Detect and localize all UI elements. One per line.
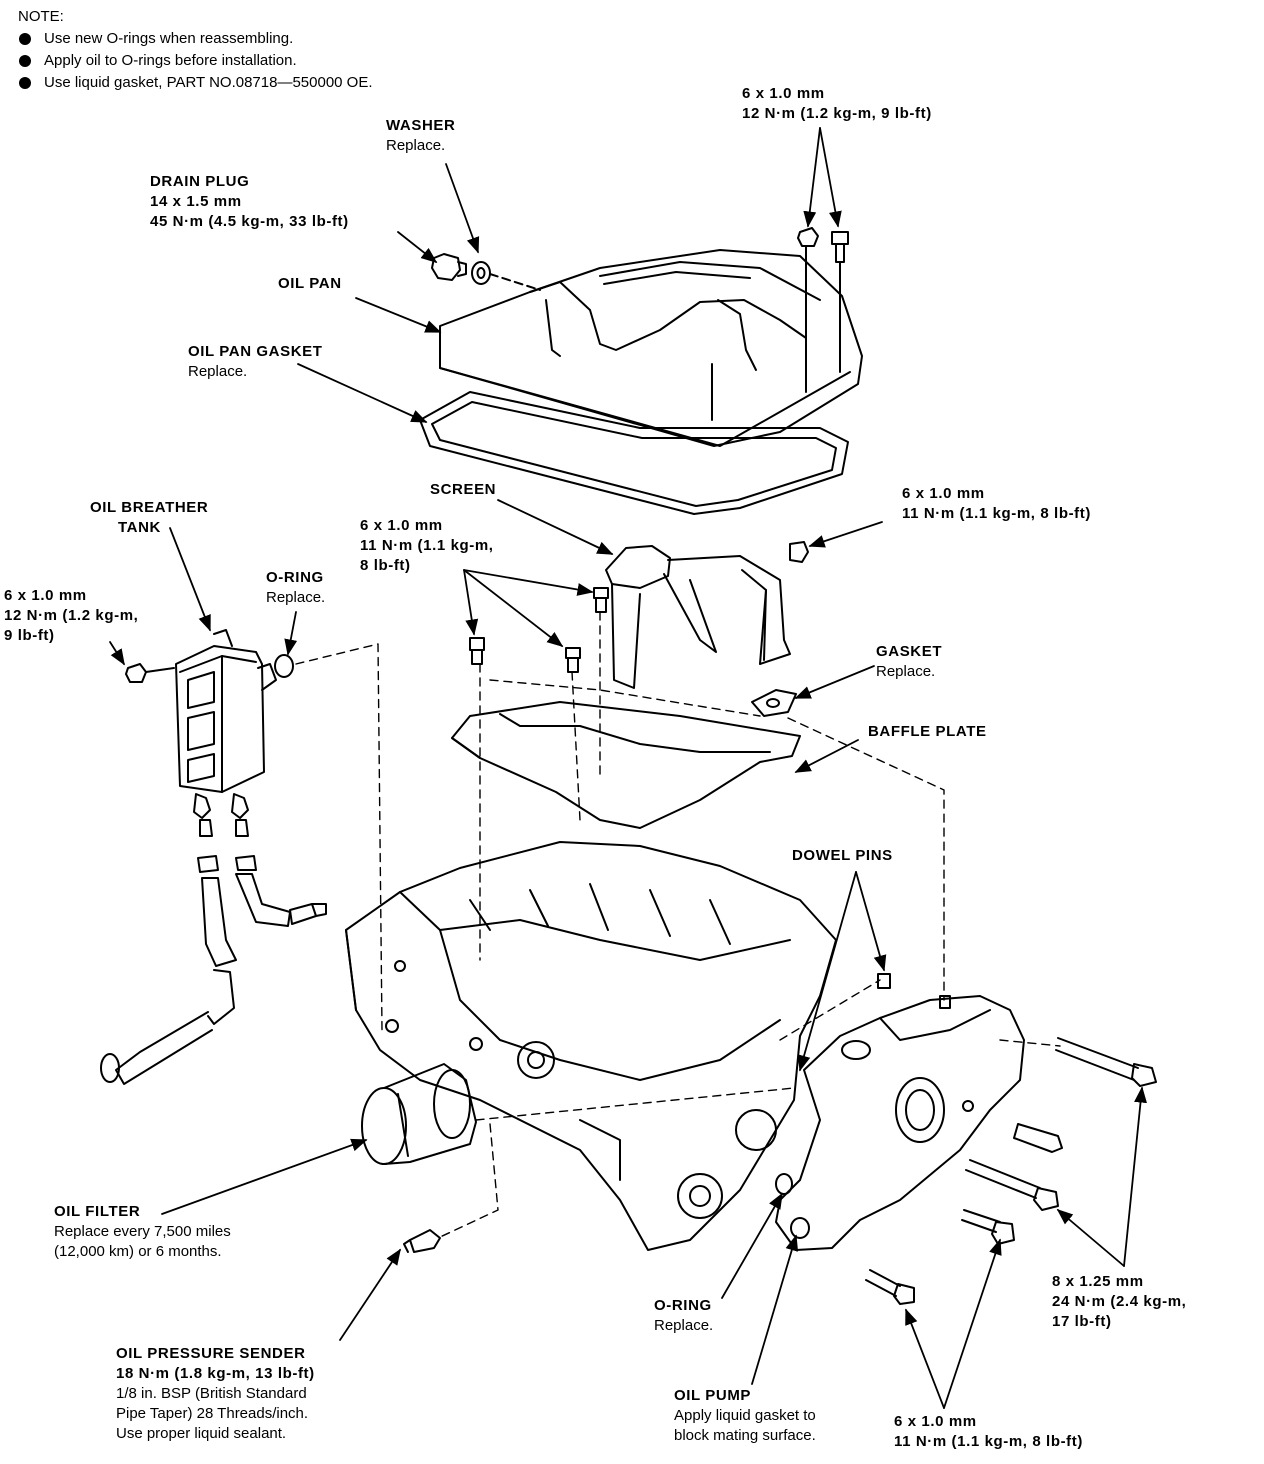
screen-bolts [469, 587, 609, 673]
oil-pump-label: OIL PUMP Apply liquid gasket to block ma… [674, 1387, 816, 1444]
oil-pan-gasket-shape [419, 391, 849, 515]
gasket-label: GASKET Replace. [876, 643, 943, 680]
oil-breather-tank-shape [175, 629, 277, 793]
screen-bolt-spec-label: 6 x 1.0 mm 11 N·m (1.1 kg-m, 8 lb-ft) [360, 517, 494, 574]
screen-label: SCREEN [430, 481, 497, 498]
pump-o-ring-shape [775, 1173, 793, 1195]
oil-pump-shape [775, 995, 1025, 1251]
breather-bolt-spec-label: 6 x 1.0 mm 12 N·m (1.2 kg-m, 9 lb-ft) [4, 587, 139, 644]
oil-pan-bolts [797, 227, 849, 393]
note-item: Use new O-rings when reassembling. [18, 28, 373, 50]
note-item: Use liquid gasket, PART NO.08718—550000 … [18, 72, 373, 94]
oil-filter-label: OIL FILTER Replace every 7,500 miles (12… [54, 1203, 231, 1260]
note-block: NOTE: Use new O-rings when reassembling.… [18, 6, 373, 94]
screen-shape [605, 545, 791, 689]
top-bolt-spec-label: 6 x 1.0 mm 12 N·m (1.2 kg-m, 9 lb-ft) [742, 85, 932, 122]
oil-filter-shape [361, 1063, 477, 1165]
screen-nut-shape [789, 541, 809, 563]
oil-pan-label: OIL PAN [278, 275, 342, 292]
oil-pressure-sender-shape [403, 1229, 441, 1253]
oil-pressure-sender-label: OIL PRESSURE SENDER 18 N·m (1.8 kg-m, 13… [116, 1345, 315, 1442]
breather-hoses [100, 793, 327, 1085]
note-item: Apply oil to O-rings before installation… [18, 50, 373, 72]
o-ring-top-label: O-RING Replace. [266, 569, 326, 606]
drain-plug-shape [431, 253, 467, 281]
right-nut-spec-label: 6 x 1.0 mm 11 N·m (1.1 kg-m, 8 lb-ft) [902, 485, 1091, 522]
dowel-pins-label: DOWEL PINS [792, 847, 893, 864]
alignment-lines [295, 611, 1061, 1239]
drain-plug-label: DRAIN PLUG 14 x 1.5 mm 45 N·m (4.5 kg-m,… [150, 173, 349, 230]
note-title: NOTE: [18, 8, 64, 25]
gasket-shape [751, 689, 797, 717]
washer-shape [471, 261, 491, 285]
o-ring-bottom-label: O-RING Replace. [654, 1297, 714, 1334]
oil-breather-tank-label: OIL BREATHER TANK [90, 499, 209, 536]
pump-bolt-6-spec-label: 6 x 1.0 mm 11 N·m (1.1 kg-m, 8 lb-ft) [894, 1413, 1083, 1450]
baffle-plate-shape [451, 701, 801, 829]
oil-pan-shape [439, 249, 863, 447]
leader-arrows [109, 127, 1147, 1409]
oil-pan-gasket-label: OIL PAN GASKET Replace. [188, 343, 323, 380]
breather-bolt-shape [125, 663, 147, 683]
baffle-plate-label: BAFFLE PLATE [868, 723, 987, 740]
pump-bolts [865, 1037, 1157, 1305]
engine-block-shape [345, 841, 837, 1251]
breather-o-ring-shape [274, 654, 294, 678]
washer-label: WASHER Replace. [386, 117, 456, 154]
pump-bolt-8-spec-label: 8 x 1.25 mm 24 N·m (2.4 kg-m, 17 lb-ft) [1052, 1273, 1187, 1330]
dowel-pins-shape [877, 973, 951, 1009]
